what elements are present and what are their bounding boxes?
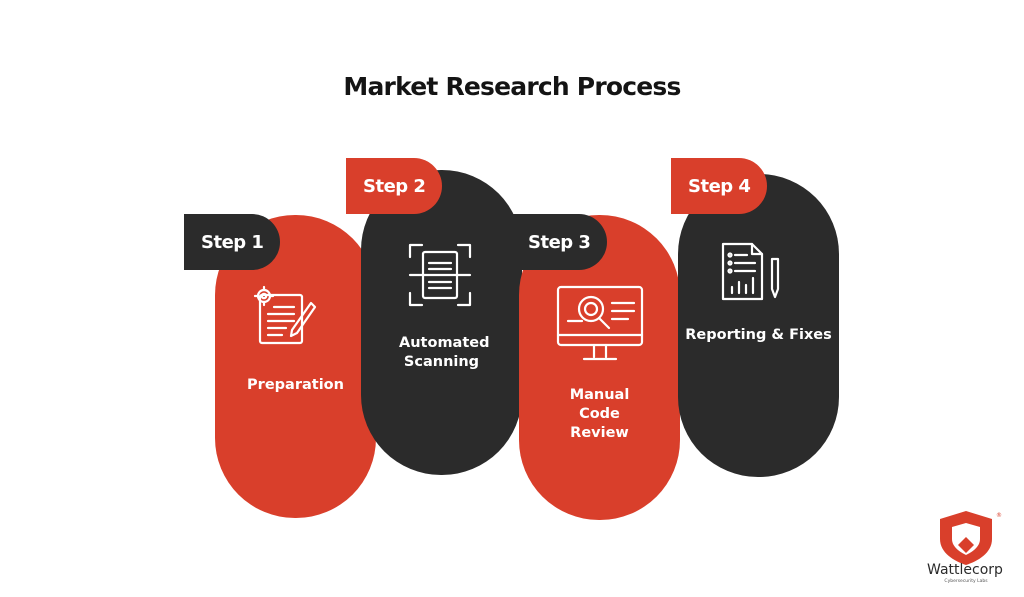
step-4-label: Reporting & Fixes bbox=[685, 327, 832, 343]
scan-frame-icon bbox=[408, 243, 472, 307]
monitor-magnifier-icon bbox=[556, 285, 644, 361]
page-title: Market Research Process bbox=[343, 72, 681, 101]
step-4-tab-label: Step 4 bbox=[688, 175, 751, 197]
step-3-tab: Step 3 bbox=[511, 214, 607, 270]
step-2-card bbox=[361, 170, 522, 475]
step-3-label: Manual Code Review bbox=[569, 387, 630, 441]
step-3-tab-label: Step 3 bbox=[528, 231, 591, 253]
step-2-label: Automated Scanning bbox=[399, 335, 490, 370]
brand-name: Wattlecorp bbox=[927, 562, 1003, 578]
step-1-tab: Step 1 bbox=[184, 214, 280, 270]
step-4-card bbox=[678, 174, 839, 477]
document-gear-pen-icon bbox=[253, 285, 317, 345]
step-1-label: Preparation bbox=[247, 377, 344, 393]
step-4-tab: Step 4 bbox=[671, 158, 767, 214]
step-2-tab: Step 2 bbox=[346, 158, 442, 214]
brand-tagline: Cybersecurity Labs bbox=[944, 579, 988, 584]
svg-text:®: ® bbox=[996, 512, 1002, 519]
report-chart-pencil-icon bbox=[721, 242, 780, 301]
step-2-tab-label: Step 2 bbox=[363, 175, 426, 197]
step-1-tab-label: Step 1 bbox=[201, 231, 264, 253]
wattlecorp-logo: ® bbox=[940, 511, 1002, 565]
